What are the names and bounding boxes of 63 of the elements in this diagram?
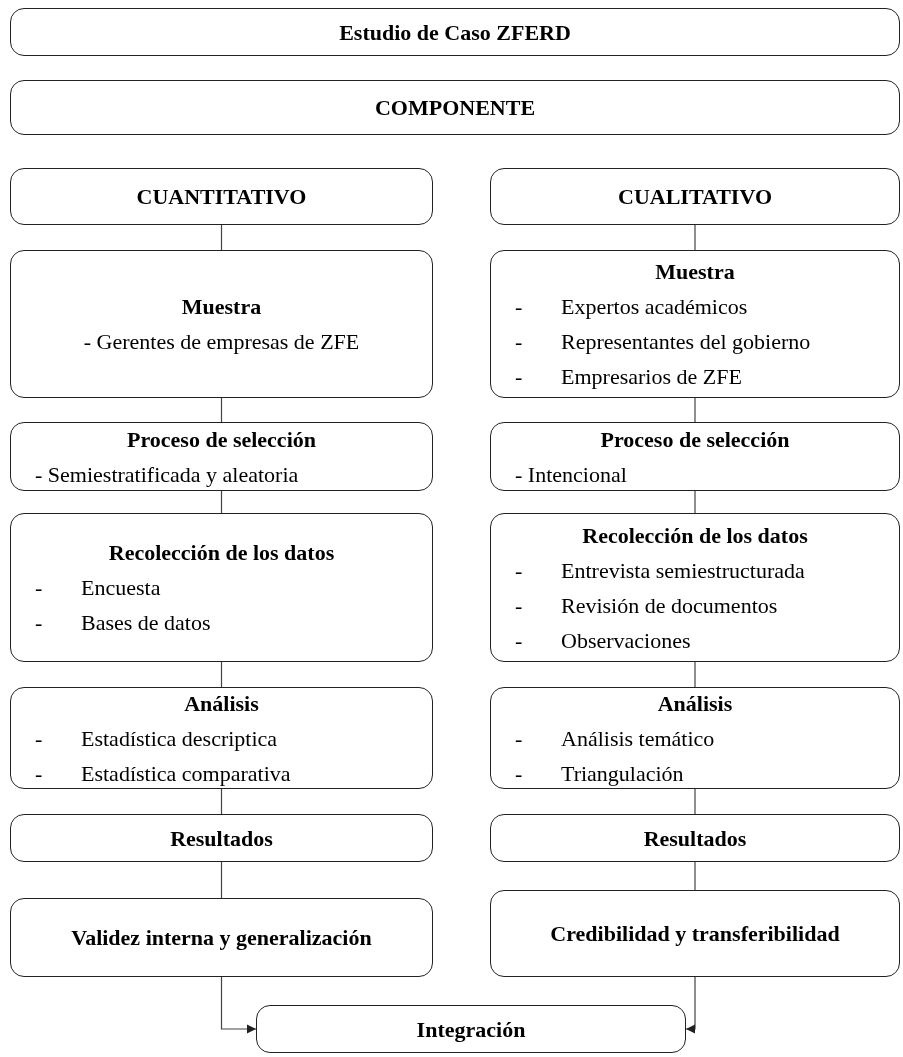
connector-line [220,788,223,815]
list-item: - Análisis temático [515,724,715,753]
list-item: - Entrevista semiestructurada [515,556,805,585]
box-heading: Análisis [657,689,733,718]
box-heading: COMPONENTE [374,94,536,122]
box-heading: Muestra [181,293,262,321]
connector-line [220,397,223,423]
list-item: - Triangulación [515,759,684,788]
box-heading: Validez interna y generalización [71,924,372,952]
box-heading: Análisis [184,689,259,718]
box-heading: Proceso de selección [600,425,790,454]
connector-line [694,661,696,688]
connector-line [694,861,696,891]
box-heading: Muestra [655,258,735,286]
process-box [10,168,433,225]
connector-line [220,224,223,251]
arrow [220,976,257,1034]
connector-line [694,490,696,514]
process-box [490,168,900,225]
process-box [10,814,433,862]
connector-line [694,397,696,423]
box-heading: Estudio de Caso ZFERD [339,18,571,47]
list-item: - Bases de datos [35,609,211,637]
process-box [490,890,900,977]
process-box [490,687,900,789]
list-item: - Expertos académicos [515,293,748,321]
process-box [10,250,433,398]
box-heading: Integración [416,1015,526,1044]
list-item: - Empresarios de ZFE [515,363,742,391]
connector-line [220,661,223,688]
list-item: - Gerentes de empresas de ZFE [83,328,360,356]
list-item: - Estadística comparativa [35,759,291,788]
process-box [490,422,900,491]
process-box [490,513,900,662]
connector-line [694,224,696,251]
box-heading: Recolección de los datos [108,539,335,567]
process-box [10,422,433,491]
box-heading: Resultados [170,824,273,853]
process-box [10,8,900,56]
process-box [10,513,433,662]
box-heading: CUANTITATIVO [136,183,307,211]
box-heading: Credibilidad y transferibilidad [550,920,840,948]
process-box [490,814,900,862]
list-item: - Representantes del gobierno [515,328,811,356]
box-heading: Proceso de selección [127,425,316,454]
list-item: - Revisión de documentos [515,591,778,620]
list-item: - Semiestratificada y aleatoria [35,460,299,489]
box-heading: Resultados [643,824,747,853]
process-box [10,687,433,789]
process-box [10,898,433,977]
list-item: - Intencional [515,460,627,489]
box-heading: Recolección de los datos [582,521,808,550]
list-item: - Observaciones [515,626,691,655]
box-heading: CUALITATIVO [618,183,772,211]
list-item: - Estadística descriptica [35,724,278,753]
connector-line [220,490,223,514]
process-box [490,250,900,398]
process-box [256,1005,686,1053]
connector-line [220,861,223,899]
list-item: - Encuesta [35,574,161,602]
arrow [685,976,696,1034]
process-box [10,80,900,135]
connector-line [694,788,696,815]
